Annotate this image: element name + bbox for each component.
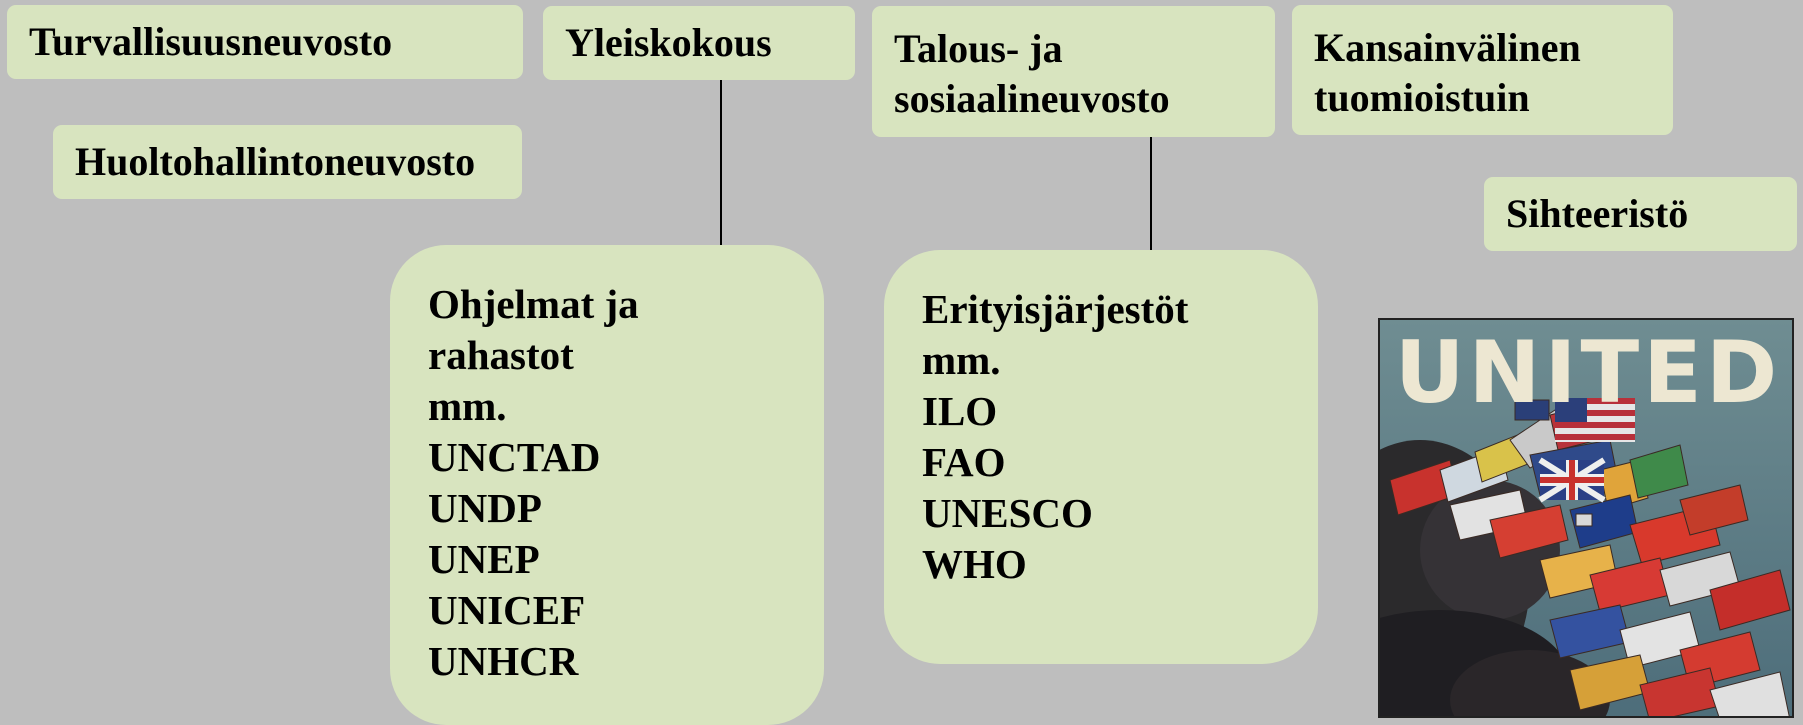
united-nations-poster-image: UNITED	[1378, 318, 1794, 718]
trusteeship-council-box: Huoltohallintoneuvosto	[53, 125, 522, 199]
ecosoc-label-line-2: sosiaalineuvosto	[894, 76, 1170, 121]
connector-general-assembly-programmes	[720, 80, 722, 246]
agencies-line: WHO	[922, 541, 1027, 587]
programmes-line: UNEP	[428, 536, 540, 582]
agencies-line: UNESCO	[922, 490, 1093, 536]
ecosoc-box: Talous- ja sosiaalineuvosto	[872, 6, 1275, 137]
secretariat-box: Sihteeristö	[1484, 177, 1797, 251]
specialized-agencies-box: Erityisjärjestöt mm. ILO FAO UNESCO WHO	[884, 250, 1318, 664]
agencies-line: Erityisjärjestöt	[922, 286, 1189, 332]
agencies-line: FAO	[922, 439, 1006, 485]
programmes-and-funds-box: Ohjelmat ja rahastot mm. UNCTAD UNDP UNE…	[390, 245, 824, 725]
trusteeship-council-label: Huoltohallintoneuvosto	[75, 139, 476, 184]
programmes-line: UNICEF	[428, 587, 586, 633]
programmes-line: UNCTAD	[428, 434, 601, 480]
ecosoc-label-line-1: Talous- ja	[894, 26, 1063, 71]
general-assembly-label: Yleiskokous	[565, 20, 772, 65]
poster-united-text: UNITED	[1395, 323, 1782, 423]
connector-ecosoc-agencies	[1150, 137, 1152, 251]
programmes-line: rahastot	[428, 332, 574, 378]
agencies-line: ILO	[922, 388, 998, 434]
programmes-line: mm.	[428, 383, 507, 429]
agencies-line: mm.	[922, 337, 1001, 383]
icj-label-line-2: tuomioistuin	[1314, 75, 1530, 120]
general-assembly-box: Yleiskokous	[543, 6, 855, 80]
flags-poster-icon: UNITED	[1380, 320, 1792, 716]
icj-box: Kansainvälinen tuomioistuin	[1292, 5, 1673, 135]
security-council-box: Turvallisuusneuvosto	[7, 5, 523, 79]
security-council-label: Turvallisuusneuvosto	[29, 19, 393, 64]
programmes-line: UNDP	[428, 485, 542, 531]
icj-label-line-1: Kansainvälinen	[1314, 25, 1581, 70]
programmes-line: Ohjelmat ja	[428, 281, 639, 327]
secretariat-label: Sihteeristö	[1506, 191, 1689, 236]
programmes-line: UNHCR	[428, 638, 579, 684]
